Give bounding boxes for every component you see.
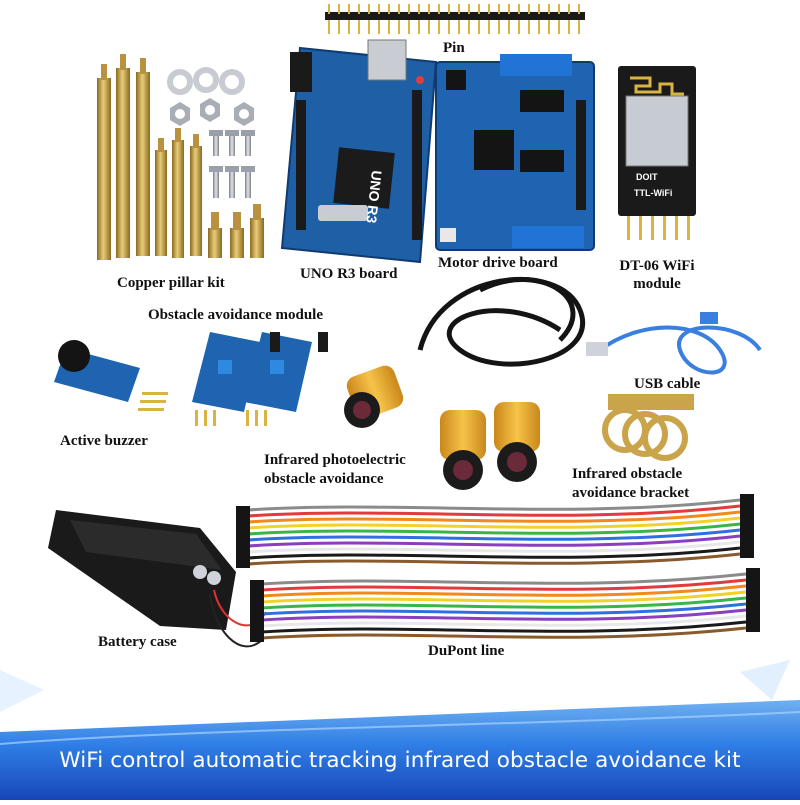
dupont-wires xyxy=(236,494,760,642)
label-copper-pillar-kit: Copper pillar kit xyxy=(117,275,225,291)
infrared-photoelectric-sensors xyxy=(344,276,585,490)
footer-banner xyxy=(0,660,800,800)
label-battery-case: Battery case xyxy=(98,634,177,650)
active-buzzer xyxy=(54,340,168,411)
battery-case xyxy=(48,510,267,648)
footer: WiFi control automatic tracking infrared… xyxy=(0,712,800,800)
footer-title: WiFi control automatic tracking infrared… xyxy=(59,748,741,773)
dt06-wifi-module: DOIT TTL-WiFi xyxy=(618,66,696,240)
label-dt06-line1: DT-06 WiFi xyxy=(619,258,695,274)
wifi-chip-print: TTL-WiFi xyxy=(634,188,672,198)
usb-cable xyxy=(586,312,762,375)
label-ir-photoelectric-line1: Infrared photoelectric xyxy=(264,452,406,468)
label-ir-bracket-line1: Infrared obstacle xyxy=(572,466,683,482)
wifi-brand-print: DOIT xyxy=(636,172,658,182)
copper-pillars xyxy=(97,54,264,260)
label-usb-cable: USB cable xyxy=(634,376,701,392)
label-dt06-line2: module xyxy=(633,276,681,292)
obstacle-avoidance-modules xyxy=(192,332,328,426)
pin-header xyxy=(325,4,585,34)
uno-board-print: UNO R3 xyxy=(363,170,384,224)
label-pin: Pin xyxy=(443,40,465,56)
label-ir-bracket-line2: avoidance bracket xyxy=(572,485,690,501)
label-ir-photoelectric-line2: obstacle avoidance xyxy=(264,471,384,487)
washers-nuts-screws xyxy=(167,67,255,198)
label-uno-r3-board: UNO R3 board xyxy=(300,266,398,282)
motor-drive-board xyxy=(435,54,595,251)
label-dupont-line: DuPont line xyxy=(428,643,505,659)
label-active-buzzer: Active buzzer xyxy=(60,433,148,449)
infrared-bracket xyxy=(602,394,694,461)
uno-r3-board: UNO R3 xyxy=(280,39,438,264)
label-obstacle-avoidance-module: Obstacle avoidance module xyxy=(148,307,323,323)
label-motor-drive-board: Motor drive board xyxy=(438,255,558,271)
